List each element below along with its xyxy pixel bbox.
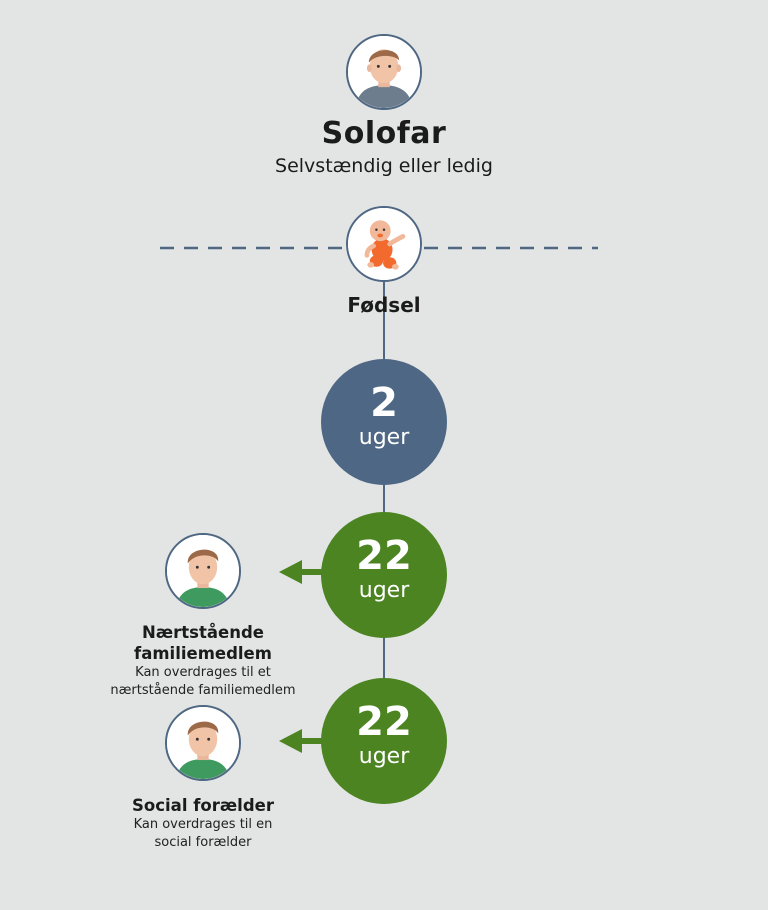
social-parent-description-line2: social forælder bbox=[154, 835, 252, 850]
social-parent-avatar-icon bbox=[165, 705, 241, 781]
social-parent-name: Social forælder bbox=[132, 796, 274, 815]
family-member-name: Nærtstående bbox=[142, 623, 264, 642]
period-circle-father: 2 uger bbox=[321, 359, 447, 485]
family-member-avatar-icon bbox=[165, 533, 241, 609]
period-weeks-value: 22 bbox=[356, 533, 412, 579]
period-circle-social-parent: 22 uger bbox=[321, 678, 447, 804]
family-member-info: Nærtstående familiemedlem Kan overdrages… bbox=[78, 622, 328, 700]
period-circle-family-member: 22 uger bbox=[321, 512, 447, 638]
family-member-description-line2: nærtstående familiemedlem bbox=[110, 683, 296, 698]
social-parent-description: Kan overdrages til en bbox=[133, 817, 273, 832]
period-weeks-value: 2 bbox=[370, 380, 398, 426]
social-parent-info: Social forælder Kan overdrages til en so… bbox=[78, 795, 328, 852]
father-avatar-icon bbox=[346, 34, 422, 110]
baby-icon bbox=[346, 206, 422, 282]
period-weeks-unit: uger bbox=[358, 425, 410, 450]
page-subtitle: Selvstændig eller ledig bbox=[275, 155, 493, 177]
period-weeks-unit: uger bbox=[358, 578, 410, 603]
family-member-description: Kan overdrages til et bbox=[135, 665, 271, 680]
page-title: Solofar bbox=[321, 116, 447, 151]
period-weeks-unit: uger bbox=[358, 744, 410, 769]
family-member-name-line2: familiemedlem bbox=[134, 644, 272, 663]
period-weeks-value: 22 bbox=[356, 699, 412, 745]
transfer-arrow-icon bbox=[279, 729, 322, 753]
transfer-arrow-icon bbox=[279, 560, 322, 584]
birth-label: Fødsel bbox=[347, 293, 421, 317]
